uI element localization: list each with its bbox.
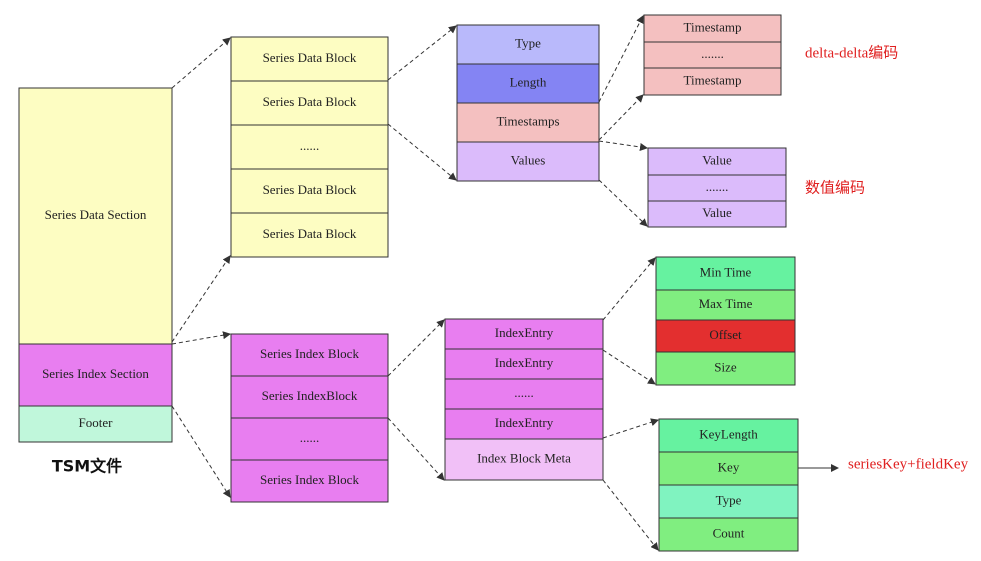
field-key-label: Key: [718, 459, 740, 474]
value-2: [647, 200, 787, 228]
field-count: [658, 517, 799, 552]
tsm-file: Series Data Section Series Index Section…: [18, 87, 173, 476]
index-block-meta: [444, 438, 604, 481]
series-index-block-2-label: Series IndexBlock: [262, 388, 358, 403]
index-entries: IndexEntry IndexEntry ...... IndexEntry …: [444, 318, 604, 481]
field-key: [658, 451, 799, 486]
series-index-block-2: [230, 375, 389, 419]
connector-index-meta-bottom: [602, 479, 659, 551]
field-timestamps-label: Timestamps: [496, 113, 559, 128]
timestamp-ellipsis-label: .......: [701, 46, 724, 61]
field-count-label: Count: [713, 525, 745, 540]
field-max-time: [655, 289, 796, 321]
series-index-block-3: [230, 459, 389, 503]
series-data-block-2: [230, 80, 389, 126]
value-2-label: Value: [702, 205, 732, 220]
index-entry-3-label: IndexEntry: [495, 415, 554, 430]
timestamp-2: [643, 67, 782, 96]
value-1: [647, 147, 787, 176]
field-timestamps: [456, 102, 600, 143]
series-index-section-box: [18, 343, 173, 407]
value-ellipsis: [647, 174, 787, 202]
connector-index-entry-top: [602, 257, 656, 321]
connector-index-block-top: [387, 319, 445, 377]
value-1-label: Value: [702, 152, 732, 167]
index-entry-2-label: IndexEntry: [495, 355, 554, 370]
series-index-block-1: [230, 333, 389, 377]
series-data-block-3-label: Series Data Block: [263, 182, 357, 197]
values-list: Value ....... Value 数值编码: [647, 147, 865, 228]
index-entry-2: [444, 348, 604, 380]
field-key-length-label: KeyLength: [699, 426, 758, 441]
connectors: [171, 15, 839, 551]
series-index-block-ellipsis: [230, 417, 389, 461]
connector-index-section-bottom: [171, 405, 231, 498]
field-type: [456, 24, 600, 65]
series-data-blocks: Series Data Block Series Data Block ....…: [230, 36, 389, 258]
field-values: [456, 141, 600, 182]
field-min-time: [655, 256, 796, 291]
index-entry-ellipsis-label: ......: [514, 385, 534, 400]
series-index-section-label: Series Index Section: [42, 366, 149, 381]
footer-box: [18, 405, 173, 443]
series-index-block-1-label: Series Index Block: [260, 346, 359, 361]
connector-timestamps-bottom: [598, 94, 644, 141]
index-entry-1: [444, 318, 604, 350]
index-block-meta-label: Index Block Meta: [477, 450, 571, 465]
timestamps-list: Timestamp ....... Timestamp delta-delta编…: [643, 14, 898, 96]
connector-data-block-top: [387, 25, 457, 81]
connector-data-section-bottom: [171, 255, 231, 343]
series-data-block-4-label: Series Data Block: [263, 226, 357, 241]
series-data-block-1-label: Series Data Block: [263, 50, 357, 65]
series-data-block-4: [230, 212, 389, 258]
field-offset-label: Offset: [709, 327, 742, 342]
connector-index-section-top: [171, 331, 231, 345]
connector-data-section-top: [171, 37, 231, 89]
series-data-block-ellipsis: [230, 124, 389, 170]
field-type-label: Type: [515, 35, 541, 50]
series-data-block-2-label: Series Data Block: [263, 94, 357, 109]
key-composition-note: seriesKey+fieldKey: [848, 456, 969, 472]
field-length: [456, 63, 600, 104]
field-meta-type-label: Type: [716, 492, 742, 507]
field-max-time-label: Max Time: [699, 296, 753, 311]
index-meta-fields: KeyLength Key Type Count seriesKey+field…: [658, 418, 969, 552]
timestamp-1: [643, 14, 782, 43]
values-encoding-note: 数值编码: [805, 179, 865, 196]
connector-timestamps-top: [598, 15, 644, 103]
field-min-time-label: Min Time: [700, 264, 752, 279]
connector-data-block-bottom: [387, 123, 457, 181]
connector-index-entry-bottom: [602, 349, 656, 385]
connector-index-meta-top: [602, 418, 659, 439]
value-ellipsis-label: .......: [706, 179, 729, 194]
connector-index-block-bottom: [387, 417, 445, 481]
series-data-block-ellipsis-label: ......: [300, 138, 320, 153]
index-entry-1-label: IndexEntry: [495, 325, 554, 340]
field-size-label: Size: [714, 359, 737, 374]
timestamp-1-label: Timestamp: [683, 19, 741, 34]
footer-label: Footer: [79, 415, 114, 430]
data-block-fields: Type Length Timestamps Values: [456, 24, 600, 182]
series-data-section-box: [18, 87, 173, 345]
series-data-block-1: [230, 36, 389, 82]
tsm-file-caption: TSM文件: [52, 457, 122, 476]
series-data-section-label: Series Data Section: [45, 207, 147, 222]
index-entry-fields: Min Time Max Time Offset Size: [655, 256, 796, 386]
series-index-block-3-label: Series Index Block: [260, 472, 359, 487]
series-index-blocks: Series Index Block Series IndexBlock ...…: [230, 333, 389, 503]
connector-values-bottom: [598, 179, 648, 227]
field-length-label: Length: [510, 74, 547, 89]
timestamp-2-label: Timestamp: [683, 72, 741, 87]
series-index-block-ellipsis-label: ......: [300, 430, 320, 445]
series-data-block-3: [230, 168, 389, 214]
connector-values-top: [598, 140, 648, 151]
field-size: [655, 351, 796, 386]
field-values-label: Values: [511, 152, 546, 167]
timestamps-encoding-note: delta-delta编码: [805, 44, 898, 61]
